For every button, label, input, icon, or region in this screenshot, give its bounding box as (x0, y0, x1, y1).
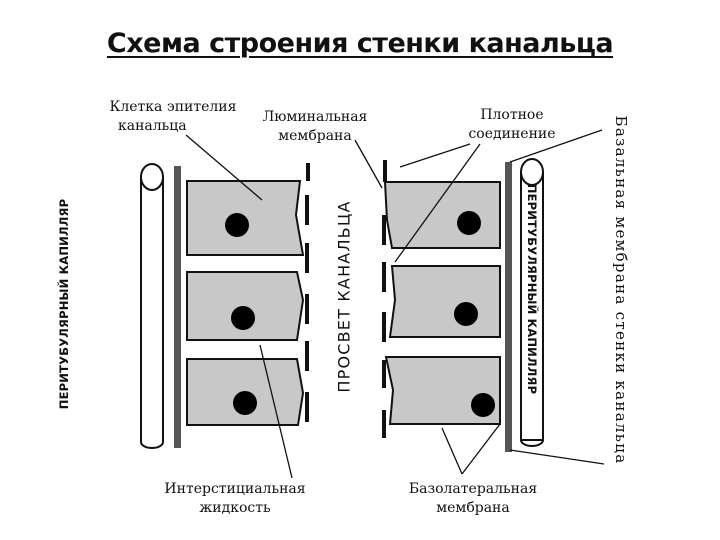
diagram-title: Схема строения стенки канальца (106, 28, 614, 59)
nucleus-right-1 (457, 211, 481, 235)
nucleus-left-2 (231, 306, 255, 330)
right-epithelial-cells (383, 181, 501, 425)
right-cell-2 (388, 265, 501, 338)
label-tight-junction-line2: соединение (468, 126, 556, 142)
label-tight-junction: Плотное соединение (452, 106, 572, 144)
label-peritubular-capillary-left: ПЕРИТУБУЛЯРНЫЙ КАПИЛЛЯР (57, 198, 71, 410)
label-luminal-membrane: Люминальная мембрана (250, 108, 380, 146)
right-luminal-membrane (382, 160, 387, 438)
label-luminal-membrane-line1: Люминальная (262, 109, 368, 125)
nucleus-left-1 (225, 213, 249, 237)
leader-tight-junction-b (394, 143, 481, 263)
nucleus-right-3 (471, 393, 495, 417)
leader-basolateral-a (441, 427, 463, 475)
label-epithelial-cell: Клетка эпителия канальца (88, 98, 258, 136)
right-basement-membrane (505, 162, 512, 452)
left-capillary (140, 163, 164, 449)
label-interstitial-fluid-line2: жидкость (199, 500, 271, 516)
label-basement-membrane: Базальная мембрана стенки канальца (612, 115, 630, 465)
leader-luminal-membrane (354, 139, 383, 189)
leader-basement-membrane-top (509, 129, 603, 163)
right-capillary (520, 158, 544, 447)
leader-basolateral-b (461, 423, 501, 475)
label-epithelial-cell-line2: канальца (118, 118, 187, 134)
label-basolateral-membrane: Базолатеральная мембрана (393, 480, 553, 518)
leader-tight-junction-a (399, 143, 471, 168)
right-cell-1 (383, 181, 501, 249)
leader-lines (185, 129, 605, 479)
label-basolateral-membrane-line2: мембрана (436, 500, 510, 516)
label-tight-junction-line1: Плотное (480, 107, 544, 123)
leader-basement-membrane-bottom (509, 449, 605, 465)
left-cell-2 (186, 271, 305, 341)
label-peritubular-capillary-right: ПЕРИТУБУЛЯРНЫЙ КАПИЛЛЯР (525, 183, 539, 395)
label-basolateral-membrane-line1: Базолатеральная (408, 481, 538, 497)
left-luminal-membrane (305, 163, 310, 422)
label-interstitial-fluid-line1: Интерстициальная (164, 481, 306, 497)
nucleus-right-2 (454, 302, 478, 326)
cell-nuclei (225, 211, 495, 417)
label-tubule-lumen: ПРОСВЕТ КАНАЛЬЦА (334, 200, 354, 393)
label-epithelial-cell-line1: Клетка эпителия (109, 99, 237, 115)
leader-epithelial-cell (185, 134, 263, 201)
label-interstitial-fluid: Интерстициальная жидкость (150, 480, 320, 518)
nucleus-left-3 (233, 391, 257, 415)
left-basement-membrane (174, 166, 181, 448)
label-luminal-membrane-line2: мембрана (278, 128, 352, 144)
leader-interstitial-fluid (259, 344, 293, 479)
